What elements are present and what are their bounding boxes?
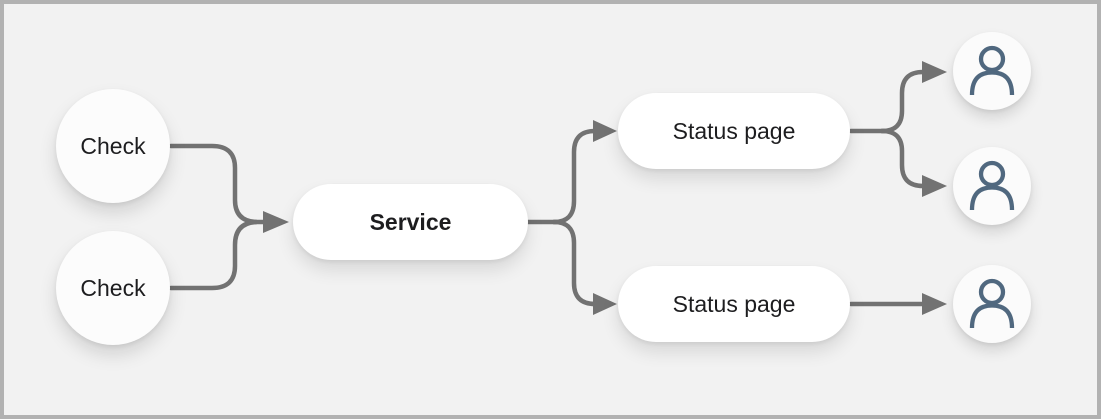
node-user-2 — [953, 147, 1031, 225]
arrowhead-into-status1 — [593, 120, 617, 142]
arrowhead-group — [263, 61, 947, 315]
arrowhead-into-user2 — [922, 175, 947, 197]
arrowhead-into-status2 — [593, 293, 617, 315]
node-check-2: Check — [56, 231, 170, 345]
edge-status1-user1 — [879, 69, 926, 134]
node-user-1 — [953, 32, 1031, 110]
node-status-page-2: Status page — [618, 266, 850, 342]
node-check-1: Check — [56, 89, 170, 203]
node-label: Check — [80, 274, 146, 301]
person-icon — [969, 160, 1015, 211]
edge-service-status2 — [551, 219, 598, 307]
node-label: Status page — [672, 290, 796, 317]
edge-status1-user2 — [879, 128, 926, 189]
node-label: Status page — [672, 117, 796, 144]
edge-check1-service — [168, 143, 259, 225]
node-user-3 — [953, 265, 1031, 343]
edge-check2-service — [168, 219, 259, 291]
person-icon — [969, 45, 1015, 96]
node-label: Service — [369, 208, 452, 235]
person-icon — [969, 278, 1015, 329]
edge-group — [168, 69, 927, 307]
edge-service-status1 — [551, 128, 598, 225]
node-label: Check — [80, 132, 146, 159]
arrowhead-into-service — [263, 211, 289, 233]
node-service: Service — [293, 184, 528, 260]
arrowhead-into-user3 — [922, 293, 947, 315]
arrowhead-into-user1 — [922, 61, 947, 83]
node-status-page-1: Status page — [618, 93, 850, 169]
